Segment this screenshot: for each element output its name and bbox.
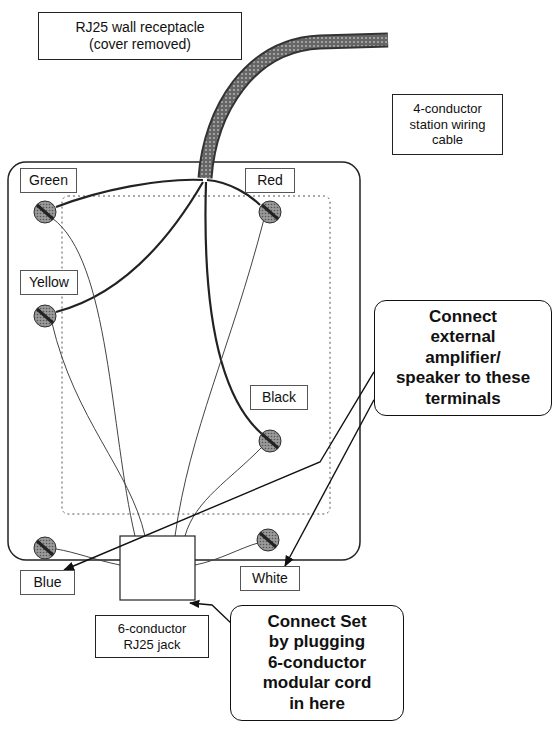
label-text: Connect Set by plugging 6-conductor modu… [259,612,375,714]
callout-box: Connect Set by plugging 6-conductor modu… [230,605,404,721]
label-text: Red [257,172,283,189]
station-cable [205,40,388,178]
jack-wires [52,218,264,565]
screw-terminals [34,201,281,559]
rj25-jack [120,536,195,600]
terminal-label: Green [20,168,77,193]
jack-label: 6-conductor RJ25 jack [95,615,209,658]
inner-outline [62,196,330,514]
arrow-connector [285,400,374,566]
station-cable-texture [205,40,388,178]
label-text: Blue [33,574,61,591]
label-text: RJ25 wall receptacle (cover removed) [64,19,216,53]
label-text: 6-conductor RJ25 jack [111,621,193,652]
label-text: 4-conductor station wiring cable [399,101,496,148]
terminal-label: Blue [20,570,75,595]
terminal-label: Black [250,385,308,410]
callout-box: Connect external amplifier/ speaker to t… [374,300,552,416]
receptacle-housing [8,162,360,560]
terminal-label: White [240,566,300,591]
label-text: Connect external amplifier/ speaker to t… [395,307,531,409]
label-text: Black [262,389,296,406]
title-box: RJ25 wall receptacle (cover removed) [38,12,242,60]
label-text: Yellow [29,274,69,291]
terminal-label: Red [245,168,295,193]
label-text: Green [29,172,68,189]
label-text: White [252,570,288,587]
terminal-label: Yellow [20,270,78,295]
cable-label: 4-conductor station wiring cable [392,94,503,155]
arrow-connector [64,372,374,570]
station-wires [56,180,262,434]
